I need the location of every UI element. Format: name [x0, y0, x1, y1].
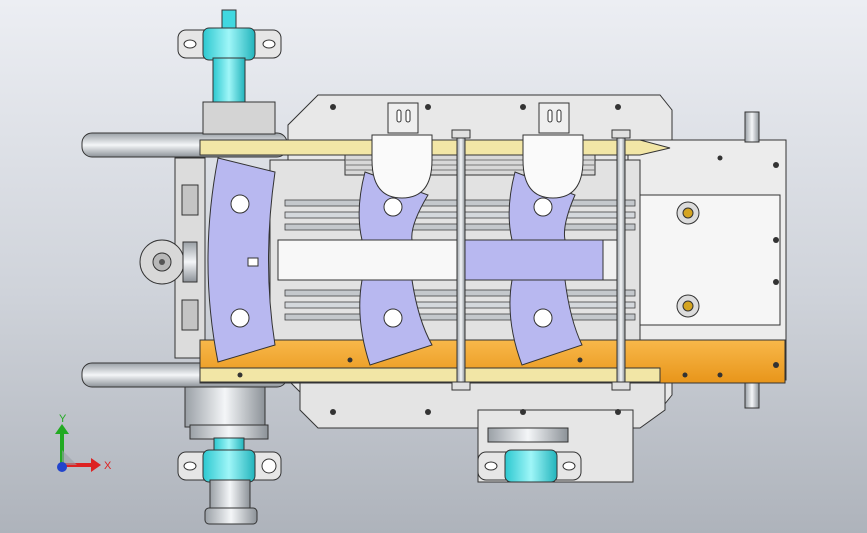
cup-left — [371, 134, 433, 199]
yellow-lower-strip — [199, 367, 661, 383]
cup-left-slot-a — [396, 109, 402, 123]
bottom-left-bearing-slot — [183, 461, 197, 471]
center-bar-end — [602, 239, 618, 281]
cup-right — [522, 134, 584, 199]
cup-right-bracket — [538, 102, 570, 134]
left-side-block-inner — [181, 184, 199, 216]
bottom-left-shaft-mount — [184, 386, 266, 428]
rod-left-cap-bottom — [451, 381, 471, 391]
center-white-bar — [277, 239, 464, 281]
z-axis-dot — [57, 462, 67, 472]
y-axis-label: Y — [59, 413, 67, 425]
bottom-right-gear — [487, 427, 569, 443]
bottom-left-bearing-housing — [202, 449, 256, 483]
left-lavender-curved-plate — [207, 157, 276, 363]
bottom-right-bearing-slot-right — [562, 461, 576, 471]
yellow-top-rail — [199, 139, 671, 156]
center-lavender-bar — [462, 239, 604, 281]
cup-right-slot-a — [547, 109, 553, 123]
left-plate-hole-bottom — [230, 308, 250, 328]
rod-left-cap-top — [451, 129, 471, 139]
cup-left-bracket — [387, 102, 419, 134]
right-edge-shaft-bottom — [744, 379, 760, 409]
plate1-hole-bottom — [383, 308, 403, 328]
left-gear-bore — [159, 259, 165, 265]
top-shaft-mount — [202, 101, 276, 135]
axis-triad: Y X — [55, 413, 112, 472]
left-plate-hole-top — [230, 194, 250, 214]
right-upper-bearing-center — [682, 207, 694, 219]
right-lower-bearing-center — [682, 300, 694, 312]
left-plate-slot — [247, 257, 259, 267]
left-gear-coupling — [182, 241, 198, 283]
bottom-left-pinion — [204, 507, 258, 525]
plate2-hole-bottom — [533, 308, 553, 328]
bottom-left-bearing-hole — [261, 458, 277, 474]
bottom-left-gear — [189, 424, 269, 440]
x-axis-label: X — [104, 460, 112, 472]
cup-right-slot-b — [556, 109, 562, 123]
plate1-hole-top — [383, 197, 403, 217]
plate2-hole-top — [533, 197, 553, 217]
x-axis-arrowhead — [91, 458, 101, 472]
frame-bolts — [237, 104, 779, 415]
y-axis-arrowhead — [55, 424, 69, 434]
bottom-right-bearing-slot-left — [484, 461, 498, 471]
right-housing-inner — [639, 194, 781, 326]
top-bearing-housing — [202, 27, 256, 61]
right-edge-shaft-top — [744, 111, 760, 143]
vertical-rod-right — [616, 131, 626, 391]
rod-right-cap-bottom — [611, 381, 631, 391]
bottom-right-bearing-housing — [504, 449, 558, 483]
bottom-left-hub — [209, 479, 251, 511]
triad-plane — [62, 450, 77, 465]
left-side-block-inner-2 — [181, 299, 199, 331]
cup-left-slot-b — [405, 109, 411, 123]
vertical-rod-left — [456, 131, 466, 391]
top-bearing-slot-right — [262, 39, 276, 49]
rod-right-cap-top — [611, 129, 631, 139]
top-bearing-slot-left — [183, 39, 197, 49]
